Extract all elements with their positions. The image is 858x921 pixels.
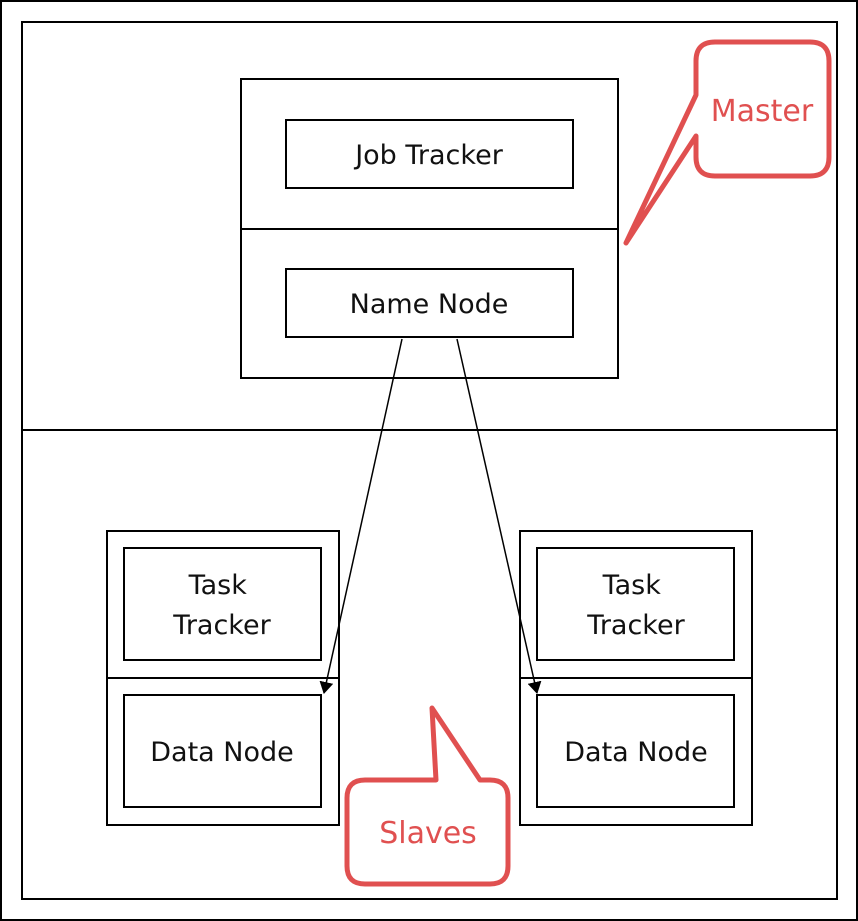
master-callout-bubble [623,39,832,246]
task-tracker-line-2: Tracker [586,610,685,641]
data-node-label: Data Node [150,737,294,768]
slaves-callout-bubble [344,705,511,887]
task-tracker-line-1: Task [602,570,662,601]
task-tracker-box [536,547,735,661]
task-tracker-box [123,547,322,661]
task-tracker-line-2: Tracker [172,610,271,641]
task-tracker-label: Task Tracker [586,570,685,641]
arrow-to-left-data-node [319,338,403,694]
master-callout-label: Master [711,94,814,129]
task-tracker-label: Task Tracker [172,570,271,641]
slave-node-left: Task Tracker Data Node [106,530,340,826]
arrow-to-right-data-node [456,338,542,694]
slaves-callout-label: Slaves [379,816,477,851]
task-tracker-line-1: Task [188,570,248,601]
name-node-label: Name Node [350,289,509,320]
job-tracker-label: Job Tracker [353,140,504,171]
data-node-label: Data Node [564,737,708,768]
job-tracker-box [285,119,574,189]
slave-node-right: Task Tracker Data Node [519,530,753,826]
data-node-box [536,694,735,808]
data-node-box [123,694,322,808]
name-node-box [285,268,574,338]
